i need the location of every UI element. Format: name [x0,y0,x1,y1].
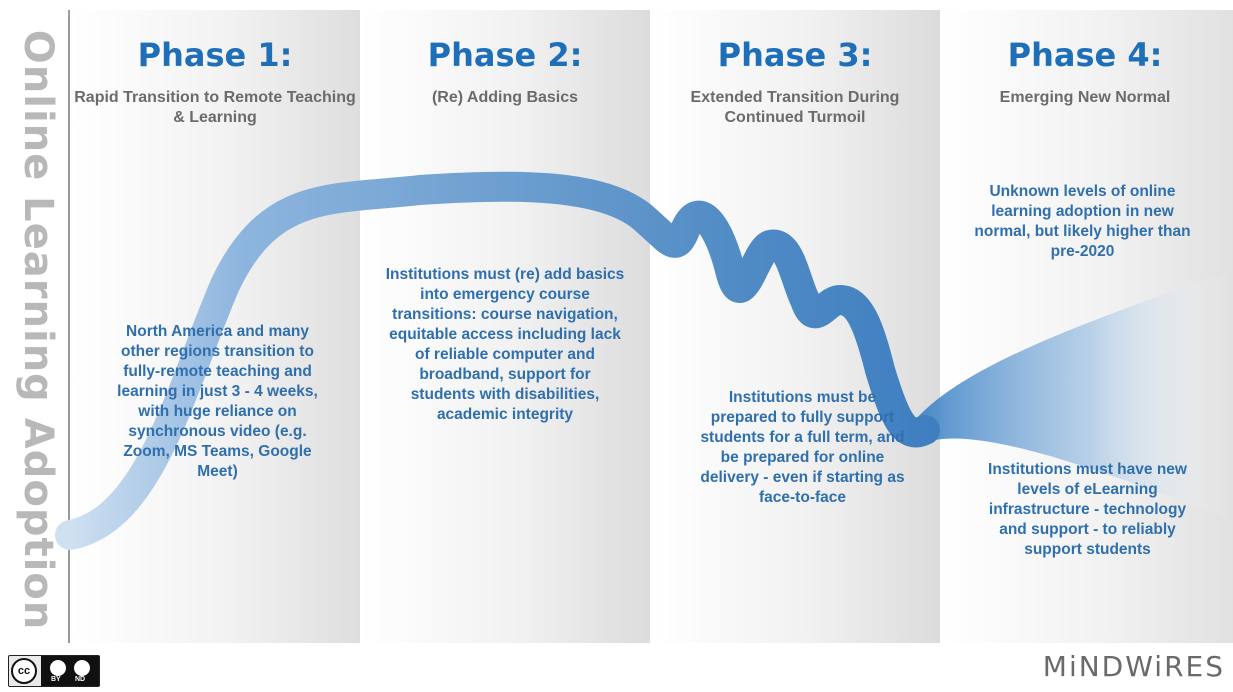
phase-3-body: Institutions must be prepared to fully s… [700,389,905,506]
no-derivatives-icon [73,659,91,677]
phase-1-subtitle: Rapid Transition to Remote Teaching & Le… [74,89,356,126]
phase-4-title: Phase 4: [1007,36,1163,74]
creative-commons-license-badge[interactable]: cc BY ND [8,655,100,687]
phase-2-title: Phase 2: [427,36,583,74]
license-by-label: BY [51,676,61,683]
phase-1-title: Phase 1: [137,36,293,74]
phase-2-body: Institutions must (re) add basics into e… [385,266,625,423]
phase-3-title: Phase 3: [717,36,873,74]
mindwires-logo: MiNDWiRES [1042,650,1225,683]
phase-2-subtitle: (Re) Adding Basics [431,89,579,106]
license-nd-label: ND [75,676,86,683]
cc-icon: cc [11,658,37,684]
attribution-icon [49,659,67,677]
phase-1-body: North America and many other regions tra… [117,323,318,480]
vertical-axis-title: Online Learning Adoption [15,29,61,631]
phase-4-body-top: Unknown levels of online learning adopti… [974,183,1191,260]
phase-4-subtitle: Emerging New Normal [999,89,1171,106]
phase-3-subtitle: Extended Transition During Continued Tur… [690,89,900,126]
phase-4-body-bottom: Institutions must have new levels of eLe… [988,461,1187,558]
